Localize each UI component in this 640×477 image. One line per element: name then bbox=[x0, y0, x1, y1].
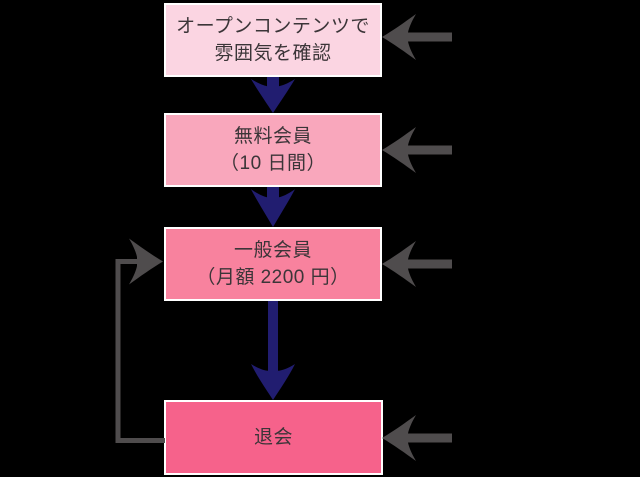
box-free-member-line1: 無料会員 bbox=[233, 126, 312, 147]
box-regular-member-line1: 一般会員 bbox=[233, 240, 312, 261]
down-arrow-icon-2 bbox=[251, 187, 295, 227]
box-regular-member-line2: （月額 2200 円） bbox=[196, 267, 350, 288]
down-arrow-icon-1 bbox=[251, 77, 295, 113]
left-arrow-icon-3 bbox=[382, 241, 452, 287]
box-regular-member: 一般会員 （月額 2200 円） bbox=[164, 227, 382, 301]
box-free-member: 無料会員 （10 日間） bbox=[164, 113, 382, 187]
box-free-member-line2: （10 日間） bbox=[220, 153, 326, 174]
left-arrow-icon-4 bbox=[382, 415, 452, 461]
left-arrow-icon-1 bbox=[382, 14, 452, 60]
box-open-content-line1: オープンコンテンツで bbox=[176, 16, 370, 37]
loop-arrow-icon bbox=[115, 238, 165, 443]
down-arrow-icon-3 bbox=[251, 301, 295, 400]
left-arrow-icon-2 bbox=[382, 127, 452, 173]
box-open-content: オープンコンテンツで 雰囲気を確認 bbox=[164, 3, 382, 77]
box-withdrawal: 退会 bbox=[164, 400, 383, 475]
box-open-content-line2: 雰囲気を確認 bbox=[214, 43, 332, 64]
box-withdrawal-line1: 退会 bbox=[253, 427, 293, 448]
